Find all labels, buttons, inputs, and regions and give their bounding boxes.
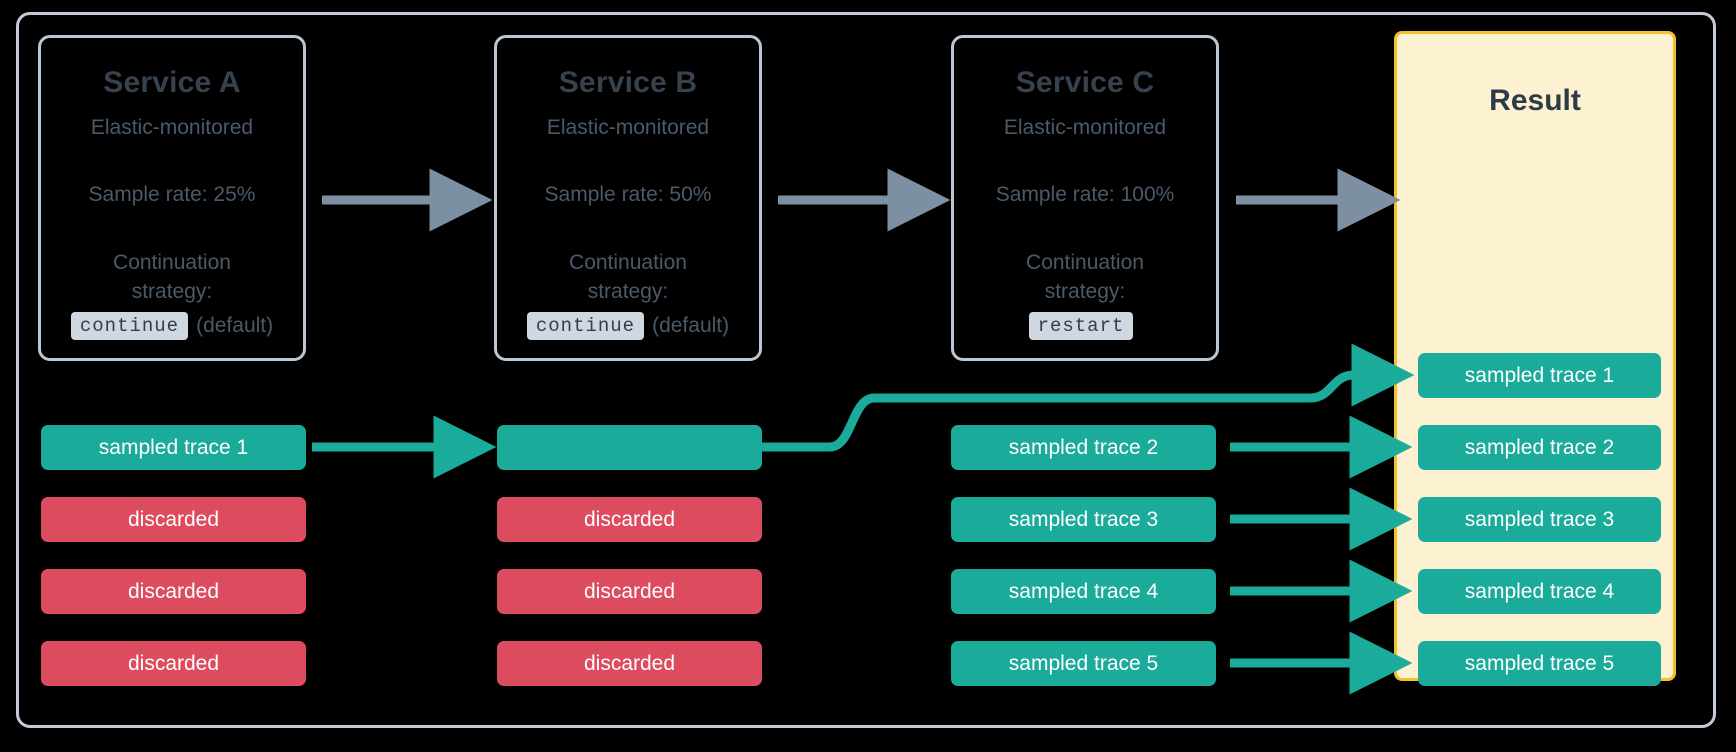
service-c-strategy-row: restart (1028, 311, 1142, 340)
service-a-continuation-label: Continuation strategy: (113, 249, 231, 307)
service-b-strategy-word: strategy: (587, 279, 669, 303)
column-b-trace-2: discarded (497, 497, 762, 542)
service-c-continuation-label: Continuation strategy: (1026, 249, 1144, 307)
service-a-strategy-chip: continue (70, 311, 189, 340)
service-a-title: Service A (103, 66, 241, 99)
column-c-trace-1: sampled trace 2 (951, 425, 1216, 470)
service-c-title: Service C (1015, 66, 1155, 99)
column-a-trace-3: discarded (41, 569, 306, 614)
service-b-subtitle: Elastic-monitored (546, 116, 710, 139)
service-card-c: Service C Elastic-monitored Sample rate:… (951, 35, 1219, 361)
column-a-trace-4: discarded (41, 641, 306, 686)
service-a-strategy-note: (default) (196, 313, 274, 337)
column-b-trace-4: discarded (497, 641, 762, 686)
service-a-sample-rate: Sample rate: 25% (88, 183, 256, 206)
column-c-trace-4: sampled trace 5 (951, 641, 1216, 686)
column-a-trace-2: discarded (41, 497, 306, 542)
service-b-strategy-chip: continue (526, 311, 645, 340)
service-c-strategy-chip: restart (1028, 311, 1134, 340)
result-trace-5: sampled trace 5 (1418, 641, 1661, 686)
result-trace-4: sampled trace 4 (1418, 569, 1661, 614)
service-b-strategy-row: continue (default) (526, 311, 730, 340)
service-card-a: Service A Elastic-monitored Sample rate:… (38, 35, 306, 361)
service-b-title: Service B (558, 66, 698, 99)
service-b-sample-rate: Sample rate: 50% (544, 183, 712, 206)
column-c-trace-3: sampled trace 4 (951, 569, 1216, 614)
result-trace-2: sampled trace 2 (1418, 425, 1661, 470)
service-a-subtitle: Elastic-monitored (90, 116, 254, 139)
service-card-b: Service B Elastic-monitored Sample rate:… (494, 35, 762, 361)
service-a-continuation-word: Continuation (113, 251, 231, 274)
service-b-continuation-label: Continuation strategy: (569, 249, 687, 307)
column-c-trace-2: sampled trace 3 (951, 497, 1216, 542)
service-a-strategy-row: continue (default) (70, 311, 274, 340)
service-c-continuation-word: Continuation (1026, 251, 1144, 274)
service-c-sample-rate: Sample rate: 100% (995, 183, 1175, 206)
column-b-trace-3: discarded (497, 569, 762, 614)
service-b-continuation-word: Continuation (569, 251, 687, 274)
result-trace-3: sampled trace 3 (1418, 497, 1661, 542)
diagram-outer-frame (16, 12, 1716, 728)
service-a-strategy-word: strategy: (131, 279, 213, 303)
service-c-subtitle: Elastic-monitored (1003, 116, 1167, 139)
result-title: Result (1489, 84, 1581, 117)
column-b-trace-1 (497, 425, 762, 470)
service-c-strategy-word: strategy: (1044, 279, 1126, 303)
result-trace-1: sampled trace 1 (1418, 353, 1661, 398)
service-b-strategy-note: (default) (652, 313, 730, 337)
column-a-trace-1: sampled trace 1 (41, 425, 306, 470)
